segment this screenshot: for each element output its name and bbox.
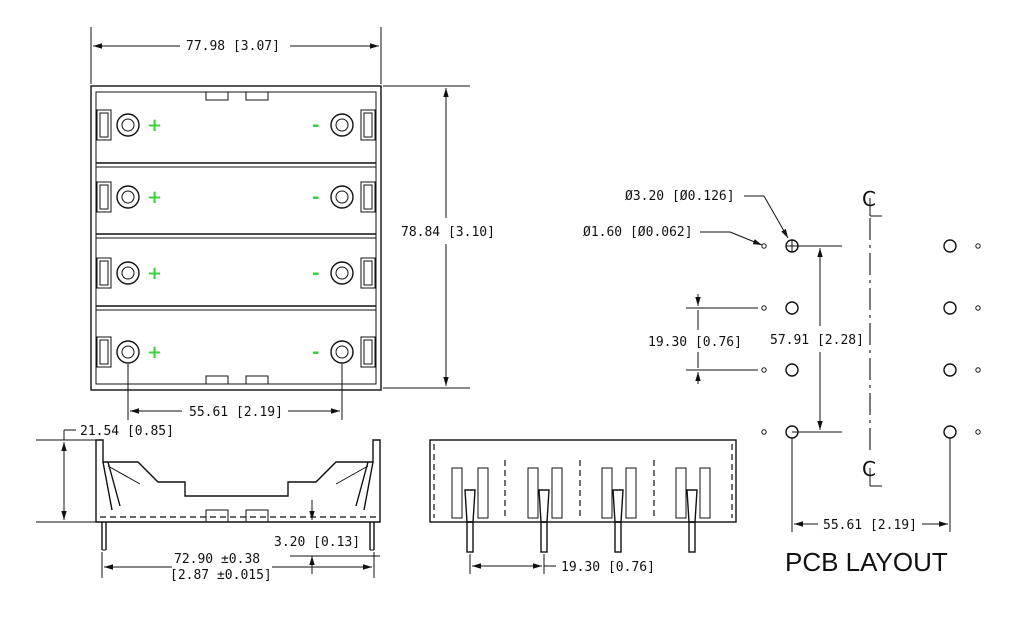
top-pitch-dimension: 55.61 [2.19]: [189, 405, 283, 420]
pin-hole: [975, 305, 981, 311]
mounting-hole: [943, 239, 957, 253]
top-view: 77.98 [3.07] + -: [90, 27, 495, 420]
pin-hole: [975, 429, 981, 435]
side-pin-dimension: 3.20 [0.13]: [274, 535, 360, 550]
plus-sign: +: [147, 187, 162, 208]
side-height-dimension: 21.54 [0.85]: [80, 424, 174, 439]
holder-side-profile: [95, 439, 381, 523]
side-length-dimension-inch: [2.87 ±0.015]: [170, 568, 272, 583]
top-width-dimension: 77.98 [3.07]: [186, 39, 280, 54]
mounting-hole: [785, 301, 799, 315]
cell-row-2: + -: [96, 181, 376, 213]
holder-outline: [90, 85, 382, 391]
minus-sign: -: [312, 342, 319, 363]
side-view: 21.54 [0.85] 3.20 [0.13] 72.90 ±0.38 [2.…: [36, 424, 381, 583]
small-hole-diameter: Ø1.60 [Ø0.062]: [583, 225, 693, 240]
large-hole-diameter: Ø3.20 [Ø0.126]: [625, 189, 735, 204]
top-height-dimension: 78.84 [3.10]: [401, 225, 495, 240]
pcb-layout: C C: [583, 187, 981, 577]
plus-sign: +: [147, 342, 162, 363]
pcb-span-dimension: 57.91 [2.28]: [770, 333, 864, 348]
mounting-hole: [943, 425, 957, 439]
front-view: 19.30 [0.76]: [429, 439, 737, 575]
pcb-layout-title: PCB LAYOUT: [785, 547, 948, 577]
pin-hole: [761, 429, 767, 435]
cell-row-3: + -: [96, 257, 376, 289]
cell-row-4: + -: [96, 336, 376, 368]
mounting-hole: [943, 301, 957, 315]
pcb-column-pitch-dimension: 55.61 [2.19]: [823, 518, 917, 533]
minus-sign: -: [312, 187, 319, 208]
mounting-hole: [785, 363, 799, 377]
pin-hole: [761, 305, 767, 311]
pcb-row-pitch-dimension: 19.30 [0.76]: [648, 335, 742, 350]
centerline-symbol-bottom: C: [862, 457, 876, 481]
pin-hole: [975, 367, 981, 373]
plus-sign: +: [147, 115, 162, 136]
cell-row-1: + -: [96, 109, 376, 141]
plus-sign: +: [147, 263, 162, 284]
minus-sign: -: [312, 115, 319, 136]
mounting-hole: [943, 363, 957, 377]
holder-front-profile: [429, 439, 737, 523]
pin-hole: [975, 243, 981, 249]
hole-row-3: [761, 363, 981, 377]
pin-hole: [761, 367, 767, 373]
side-length-dimension: 72.90 ±0.38: [174, 552, 260, 567]
hole-row-2: [761, 301, 981, 315]
pin-hole: [761, 243, 767, 249]
front-spacing-dimension: 19.30 [0.76]: [561, 560, 655, 575]
minus-sign: -: [312, 263, 319, 284]
centerline-symbol-top: C: [862, 187, 876, 211]
